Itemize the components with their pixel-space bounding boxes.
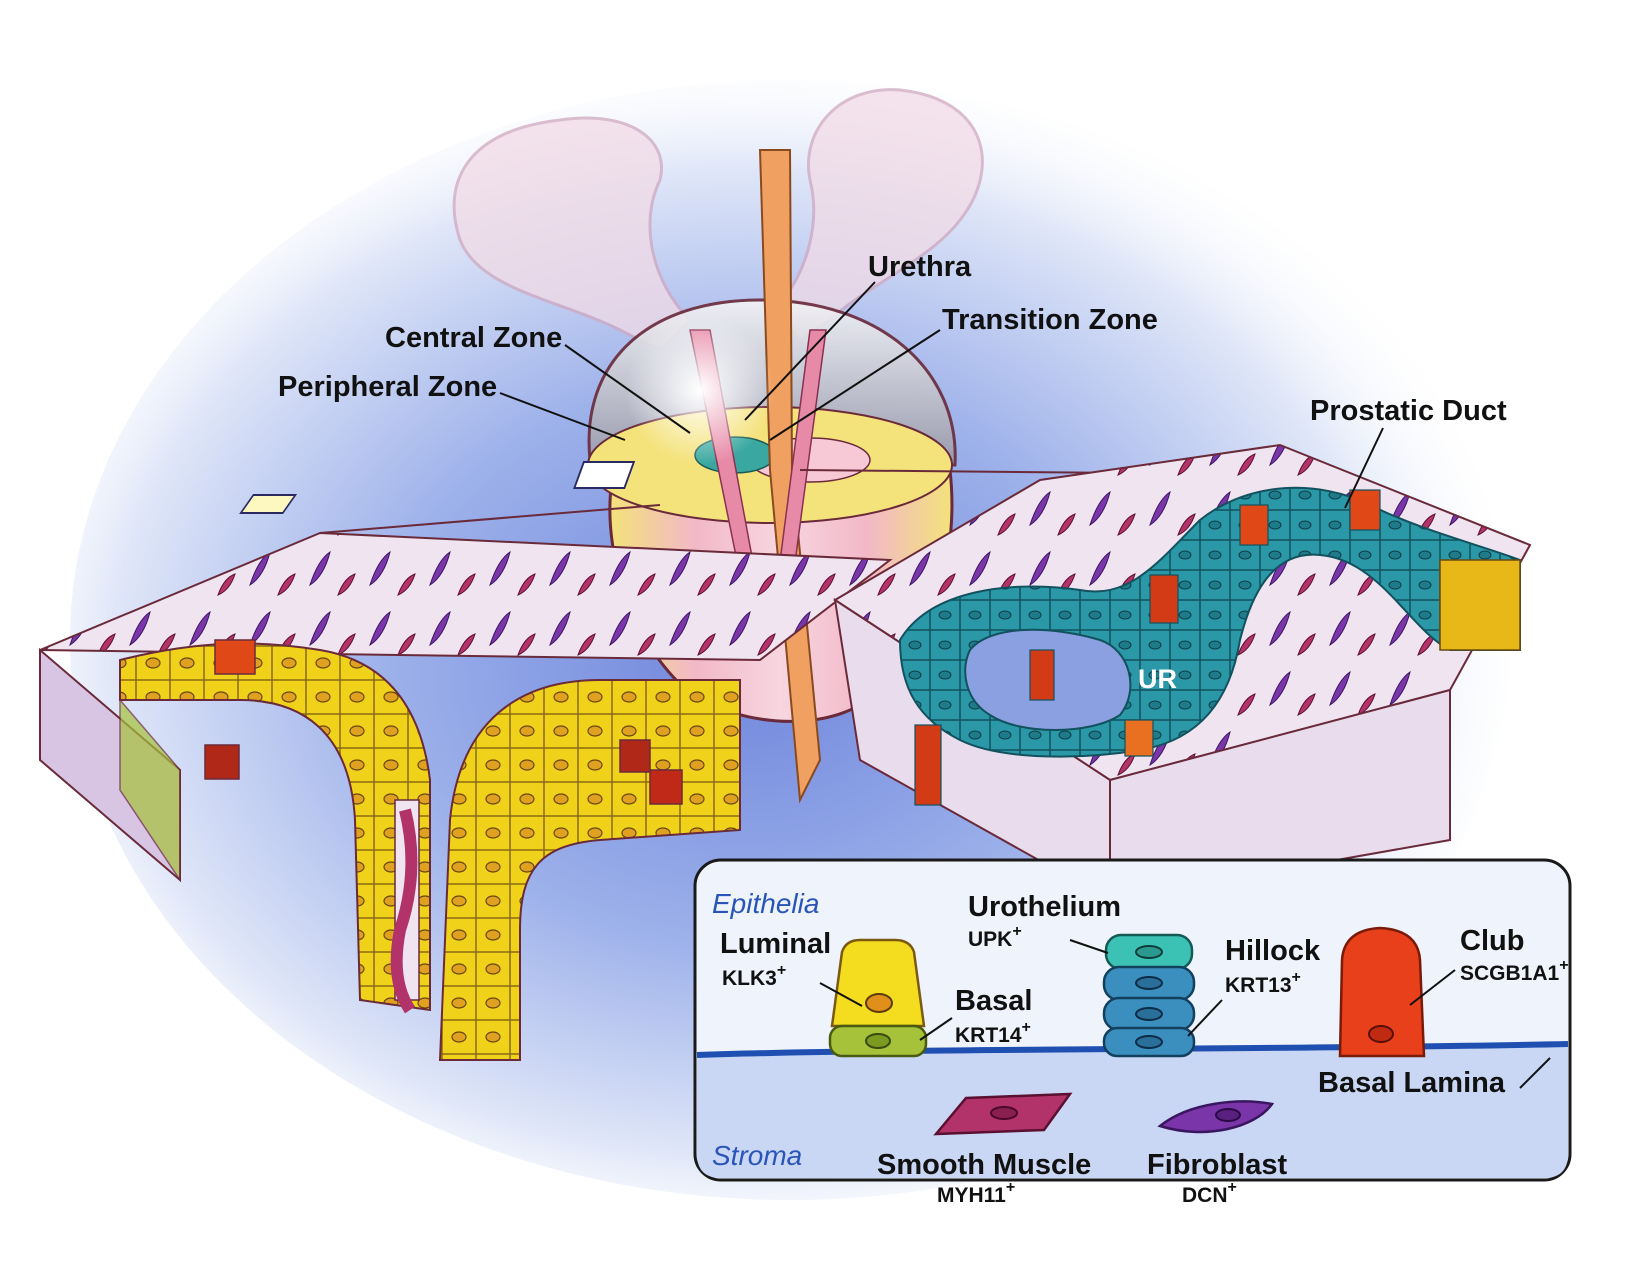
club-name: Club — [1460, 925, 1524, 957]
urothelium-nucleus — [1135, 945, 1163, 959]
selection-box-left — [239, 494, 298, 514]
light-flash — [625, 315, 775, 465]
basal-lamina-label: Basal Lamina — [1318, 1067, 1506, 1099]
stroma-label: Stroma — [712, 1140, 802, 1171]
prostatic-duct-label: Prostatic Duct — [1310, 395, 1507, 427]
basal-name: Basal — [955, 985, 1032, 1017]
right-tissue-block — [833, 443, 1532, 902]
basal-nucleus — [865, 1033, 891, 1049]
fibroblast-marker: DCN+ — [1182, 1179, 1237, 1207]
peripheral-zone-label: Peripheral Zone — [278, 371, 497, 403]
transition-zone-label: Transition Zone — [942, 304, 1158, 336]
legend-stroma-area — [697, 1044, 1568, 1178]
urothelium-name: Urothelium — [968, 891, 1121, 923]
selection-box-right — [573, 461, 636, 489]
hillock-nucleus-2 — [1135, 1007, 1163, 1021]
luminal-marker: KLK3+ — [722, 962, 786, 990]
luminal-name: Luminal — [720, 928, 831, 960]
legend: Epithelia Stroma Luminal KLK3+ Basal KRT… — [693, 858, 1572, 1207]
club-nucleus — [1368, 1025, 1394, 1043]
hillock-nucleus-3 — [1135, 1035, 1163, 1049]
fibroblast-name: Fibroblast — [1147, 1149, 1288, 1181]
luminal-nucleus — [865, 993, 893, 1013]
fibroblast-nucleus — [1215, 1108, 1241, 1122]
club-marker: SCGB1A1+ — [1460, 957, 1569, 985]
left-tissue-block — [39, 531, 893, 1061]
seminal-vesicles — [452, 88, 984, 352]
smooth-muscle-name: Smooth Muscle — [877, 1149, 1091, 1181]
smooth-muscle-nucleus — [990, 1106, 1018, 1120]
hillock-name: Hillock — [1225, 935, 1321, 967]
urethra-label: Urethra — [868, 251, 972, 283]
basal-marker: KRT14+ — [955, 1019, 1031, 1047]
hillock-nucleus-1 — [1135, 976, 1163, 990]
smooth-muscle-marker: MYH11+ — [937, 1179, 1015, 1207]
epithelia-label: Epithelia — [712, 888, 819, 919]
luminal-cell — [830, 938, 926, 1028]
hillock-marker: KRT13+ — [1225, 969, 1301, 997]
central-zone-label: Central Zone — [385, 322, 562, 354]
urethra-tube — [758, 149, 822, 804]
ur-label: UR — [1138, 664, 1177, 694]
urothelium-marker: UPK+ — [968, 923, 1022, 951]
club-cell — [1338, 926, 1426, 1058]
leader-lines — [499, 281, 1384, 509]
